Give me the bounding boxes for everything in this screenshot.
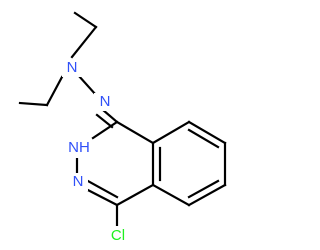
- atom-label-n-amine: N: [67, 59, 78, 76]
- bond-n-c4-double-2: [84, 178, 119, 199]
- bond-c8-c7: [187, 120, 227, 145]
- bond-aromatic-inner-2: [187, 128, 220, 149]
- bond-c-n-double-2: [95, 113, 114, 129]
- bond-c8a-c8: [151, 120, 191, 145]
- label-mask-cl: [104, 226, 132, 246]
- bond-c1-c8a: [115, 120, 155, 145]
- atom-label-n-imine: N: [100, 93, 111, 110]
- bond-c-n-double-1: [101, 108, 119, 124]
- atom-label-n-ring: N: [73, 173, 84, 190]
- bond-c6-c5: [187, 183, 227, 207]
- bond-n-n-hydrazone: [76, 73, 98, 97]
- bond-aromatic-inner-3: [187, 179, 220, 199]
- bond-c5-c4a: [151, 183, 191, 207]
- bond-ch2-ch3-lower: [18, 101, 49, 107]
- atom-label-nh: NH: [68, 139, 90, 156]
- label-mask-nh: [64, 138, 88, 158]
- bond-c1-nh: [91, 120, 119, 140]
- bond-n-ch2-lower: [45, 75, 64, 107]
- atom-label-cl: Cl: [111, 227, 125, 244]
- label-mask-n-ring: [68, 173, 88, 191]
- molecule-canvas: N N H NH N Cl: [18, 11, 227, 246]
- bond-ch2-n-upper: [70, 25, 98, 59]
- label-mask-n-imine: [94, 93, 114, 111]
- molecule-structure: N N H NH N Cl: [18, 11, 227, 246]
- bond-c4-c4a: [115, 183, 155, 207]
- label-mask-n-amine: [62, 59, 82, 77]
- bond-ch3-ch2-upper: [73, 11, 98, 29]
